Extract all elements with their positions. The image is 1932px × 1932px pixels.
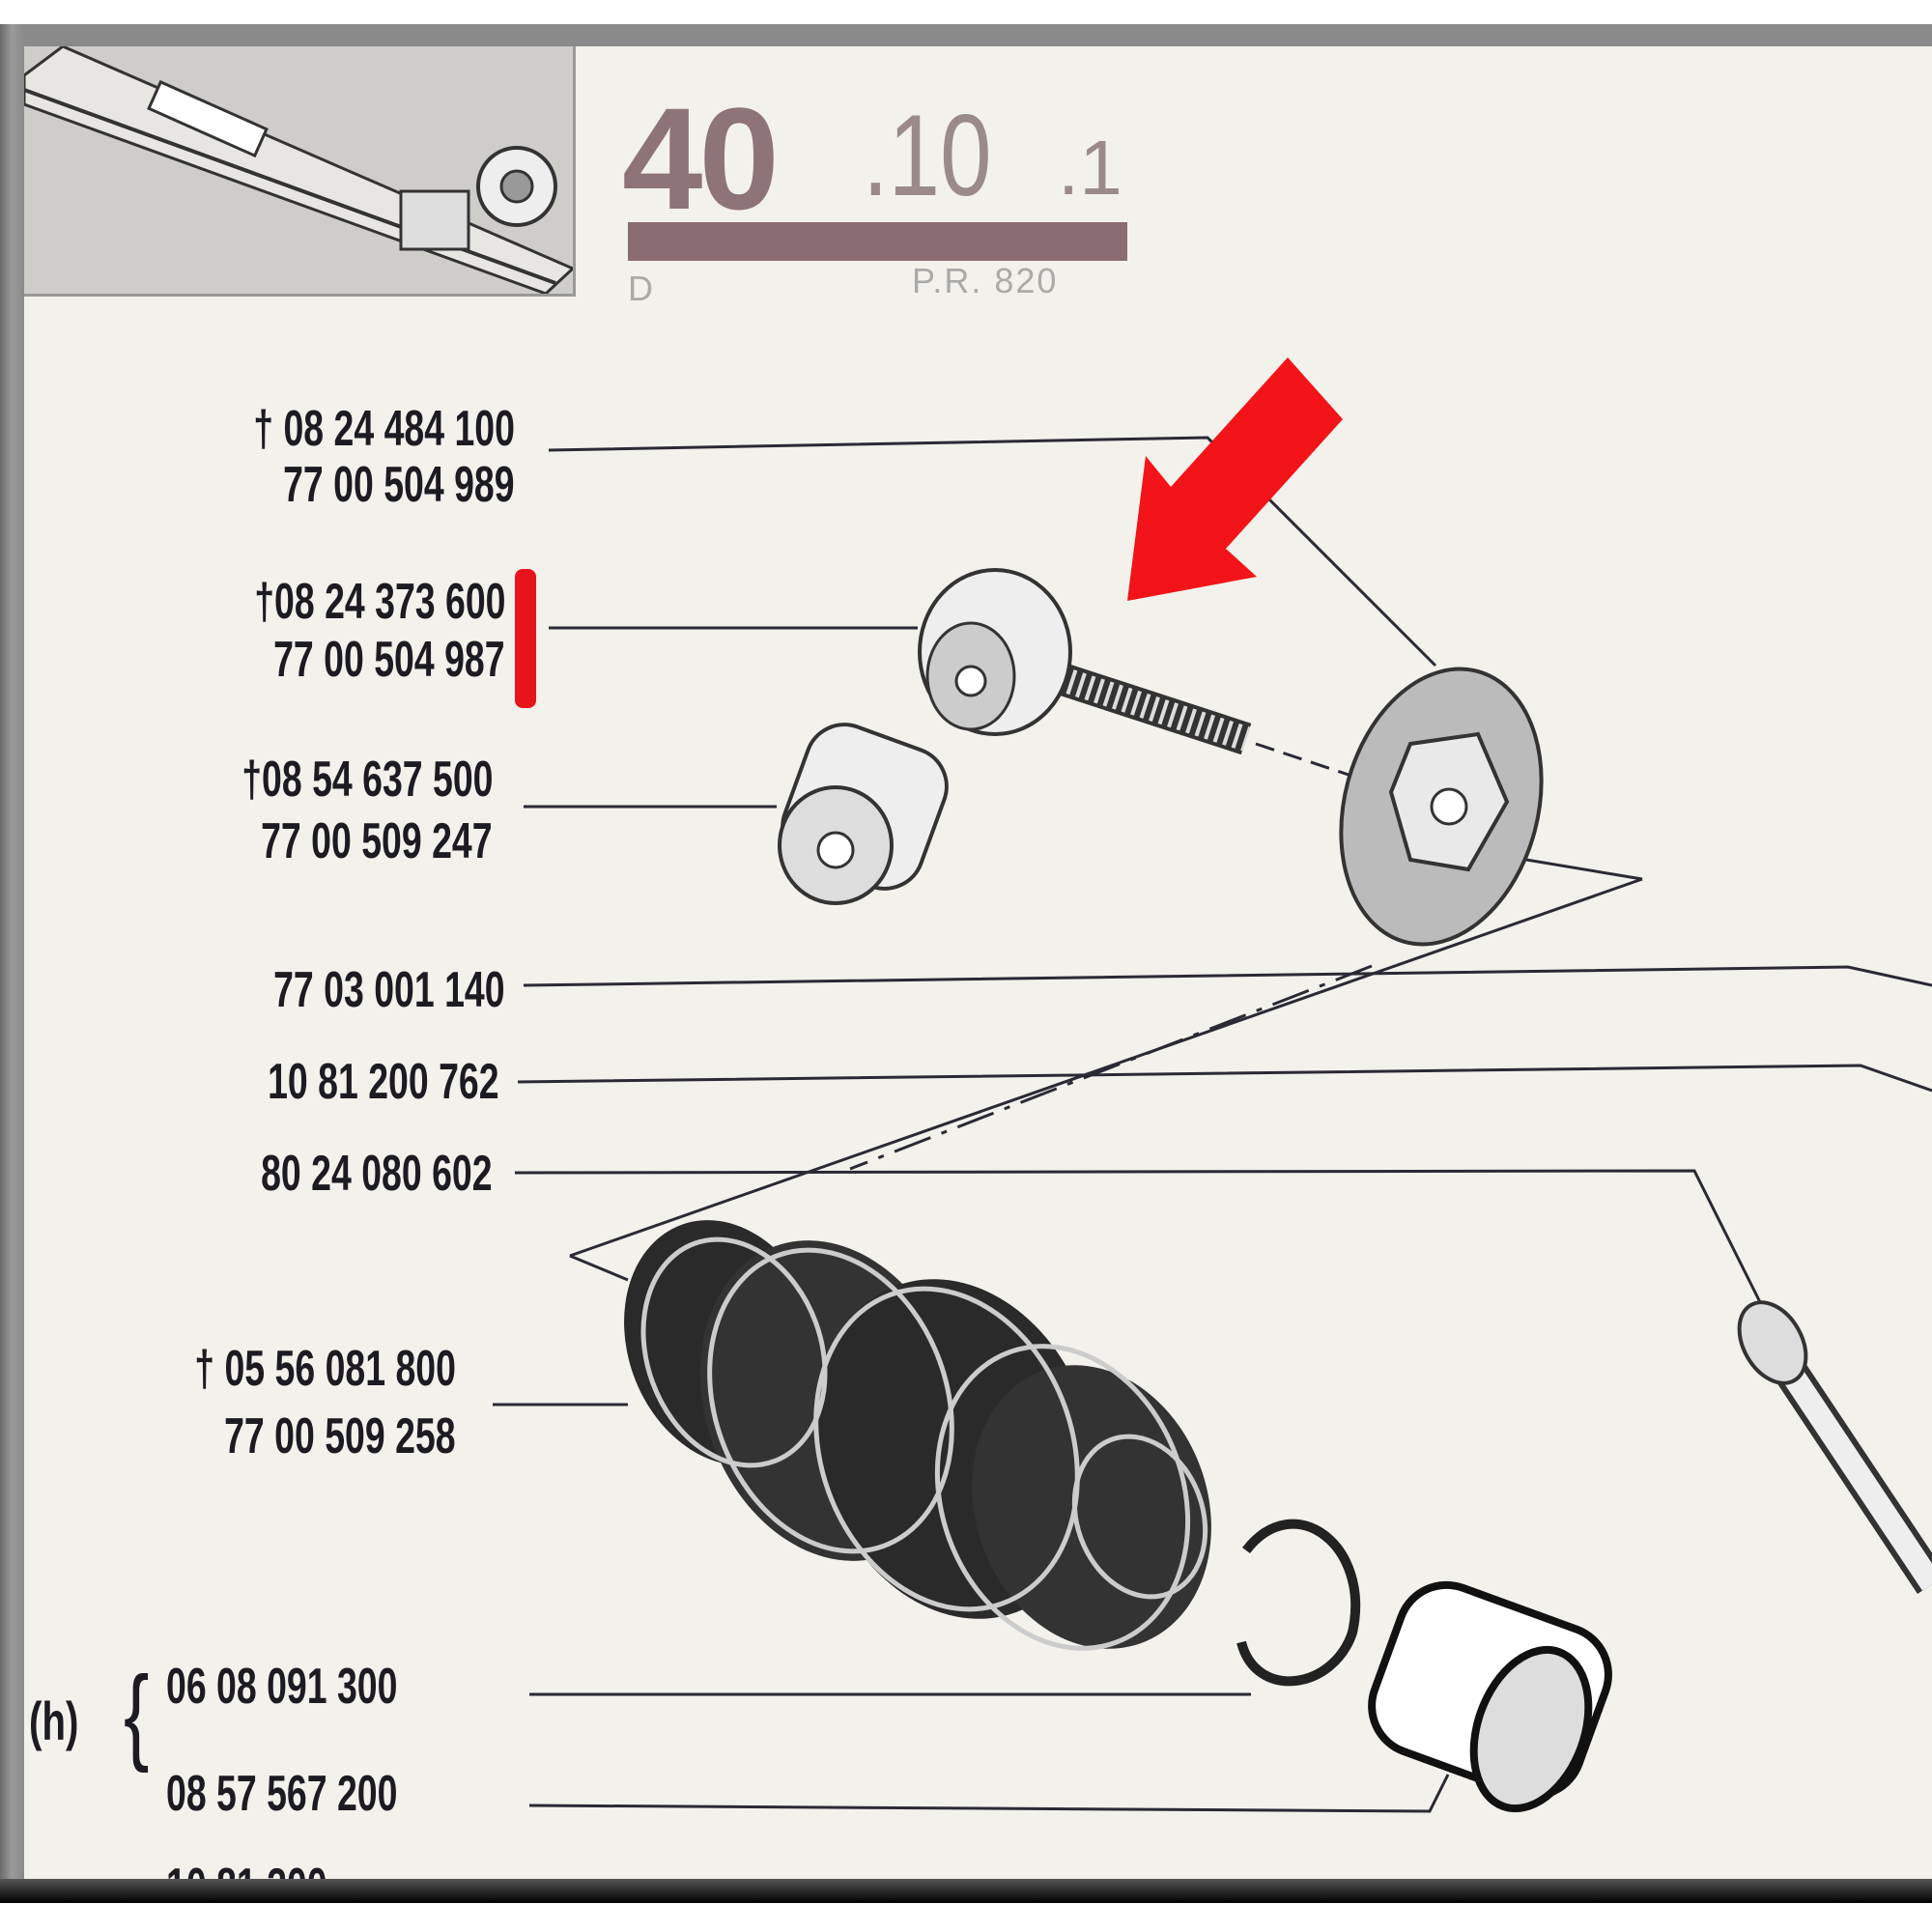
ball-joint-part	[918, 568, 1252, 755]
part-number: † 08 24 484 100	[253, 401, 515, 457]
clip-ring-part	[1236, 1519, 1361, 1687]
part-number: 77 03 001 140	[273, 962, 505, 1018]
section-number-minor: .10	[863, 91, 992, 220]
highlight-marker	[515, 569, 536, 708]
left-code: D	[628, 269, 653, 308]
steering-rack-illustration	[24, 46, 573, 294]
part-number: 77 00 504 989	[283, 457, 515, 513]
clipped-row: 10 81 200 ...	[0, 1855, 1932, 1879]
steering-rack-thumbnail	[24, 46, 576, 297]
rubber-boot-part	[624, 1220, 1211, 1651]
sleeve-part	[1368, 1580, 1612, 1813]
tie-rod-part	[1737, 1300, 1932, 1594]
part-number: 77 00 509 258	[224, 1408, 456, 1464]
page-reference: P.R. 820	[912, 261, 1059, 300]
leader-lines	[493, 436, 1932, 1813]
washer-nut-part	[1339, 667, 1544, 947]
part-number-partial: 10 81 200 ...	[166, 1861, 367, 1879]
header-rule	[628, 222, 1127, 261]
part-number: 06 08 091 300	[166, 1659, 398, 1715]
part-number: †08 54 637 500	[241, 752, 493, 808]
part-number-highlighted: †08 24 373 600	[253, 574, 505, 630]
part-number: 80 24 080 602	[261, 1146, 493, 1202]
part-number-highlighted: 77 00 504 987	[273, 632, 505, 688]
part-number: 77 00 509 247	[261, 813, 493, 869]
section-number-sub: .1	[1058, 125, 1122, 211]
part-number: † 05 56 081 800	[194, 1341, 456, 1397]
group-brace: {	[124, 1655, 150, 1774]
section-number-major: 40	[622, 77, 780, 240]
part-number: 10 81 200 762	[268, 1054, 499, 1110]
frame-bottom-edge	[0, 1879, 1932, 1903]
group-label: (h)	[29, 1690, 79, 1751]
part-number: 08 57 567 200	[166, 1766, 398, 1822]
bushing-part	[778, 723, 949, 905]
red-arrow-icon	[1127, 357, 1343, 601]
